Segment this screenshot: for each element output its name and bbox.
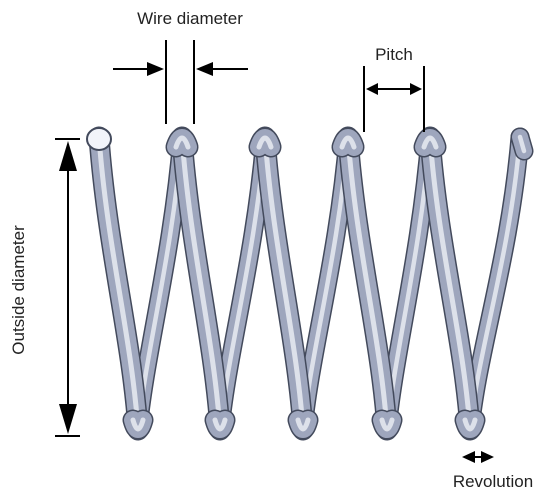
arrow-up-icon	[59, 141, 77, 171]
spring-end-stub-highlight	[517, 134, 527, 154]
spring-front-segment-highlight	[179, 134, 223, 433]
spring-back-segment-highlight	[300, 134, 351, 433]
wire-diameter-label: Wire diameter	[137, 9, 243, 28]
spring-bottom-arc-highlight	[130, 417, 146, 432]
dimension-annotations: Wire diameter Pitch Outside diameter	[9, 9, 533, 491]
outside-diameter-dimension: Outside diameter	[9, 138, 80, 437]
arrow-left-icon	[196, 62, 213, 76]
spring-bottom-arc-highlight	[462, 417, 478, 432]
outside-diameter-label: Outside diameter	[9, 225, 28, 355]
arrow-down-icon	[59, 404, 77, 434]
spring-top-arc-highlight	[173, 135, 191, 150]
spring-top-arc-highlight	[339, 135, 357, 150]
arrow-right-icon	[481, 451, 494, 463]
pitch-dimension: Pitch	[363, 45, 425, 132]
pitch-label: Pitch	[375, 45, 413, 64]
arrow-left-icon	[366, 83, 378, 95]
spring-back-segment-highlight	[384, 134, 433, 433]
spring-front-segment-highlight	[345, 134, 390, 433]
spring-front-segment-highlight	[262, 134, 306, 433]
spring-top-arc-highlight	[421, 135, 439, 150]
arrow-right-icon	[147, 62, 164, 76]
spring-front-segment-highlight	[427, 134, 473, 433]
spring-front-segment-highlight	[96, 134, 141, 433]
arrow-right-icon	[410, 83, 422, 95]
spring-top-arc-highlight	[256, 135, 274, 150]
arrow-left-icon	[462, 451, 475, 463]
spring-back-segment-highlight	[217, 134, 268, 433]
wire-diameter-dimension: Wire diameter	[113, 9, 248, 124]
spring-bottom-arc-highlight	[212, 417, 228, 432]
spring-front-coils	[88, 126, 534, 441]
spring-back-segment-highlight	[135, 134, 185, 433]
wire-end-cap	[86, 127, 112, 151]
spring-bottom-arc-highlight	[379, 417, 395, 432]
revolution-label: Revolution	[453, 472, 533, 491]
revolution-dimension: Revolution	[453, 451, 533, 491]
spring-bottom-arc-highlight	[295, 417, 311, 432]
